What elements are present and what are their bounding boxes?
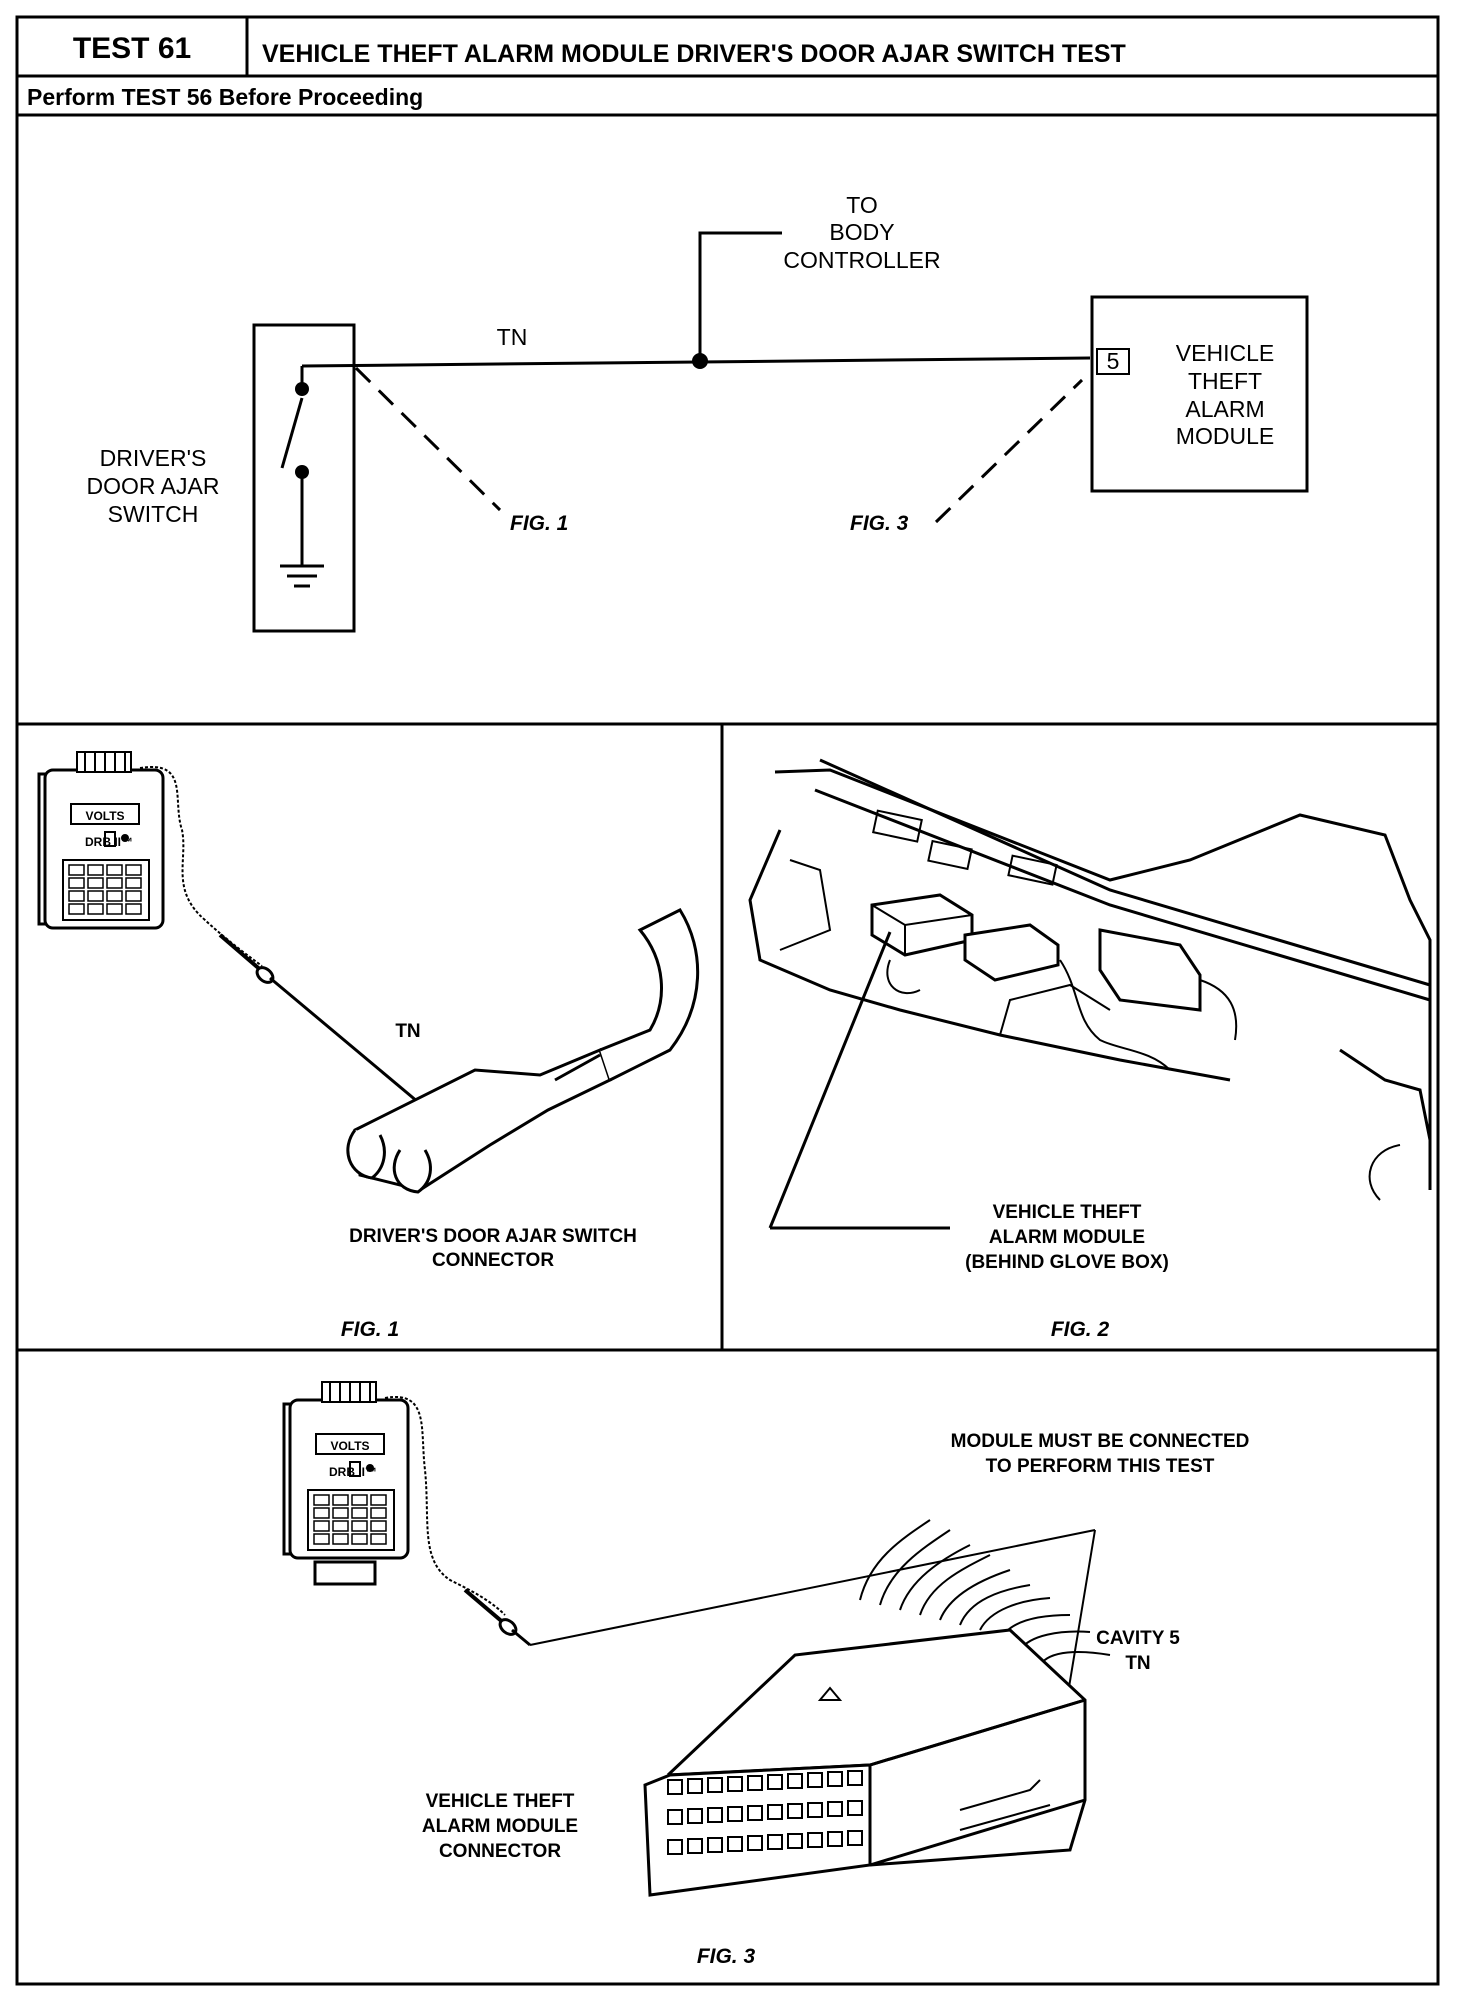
schematic-fig1-ref: FIG. 1 — [510, 512, 568, 535]
module-pin-box — [1096, 348, 1130, 375]
ground-symbol — [280, 564, 324, 588]
fig3-probe-line — [529, 1529, 1096, 1646]
module-label-4: MODULE — [1176, 423, 1274, 449]
fig3-cavity-label-2: TN — [1125, 1653, 1150, 1674]
module-pin-number: 5 — [1107, 348, 1120, 374]
fig1-illustration — [37, 750, 700, 1194]
fig2-module-label-1: VEHICLE THEFT — [993, 1202, 1142, 1223]
fig3-tester-brand: DRB II™ — [329, 1465, 377, 1479]
fig3-cavity-label-1: CAVITY 5 — [1096, 1628, 1180, 1649]
fig3-caption: FIG. 3 — [697, 1945, 756, 1968]
fig2-module-label-2: ALARM MODULE — [989, 1227, 1145, 1248]
body-controller-branch — [698, 231, 782, 361]
fig3-pointer — [934, 378, 1084, 524]
switch-label-1: DRIVER'S — [100, 445, 207, 471]
fig2-dashboard-illustration — [748, 758, 1432, 1230]
door-ajar-switch-box — [252, 323, 356, 633]
fig1-connector-label-2: CONNECTOR — [432, 1250, 554, 1271]
fig3-connector-label-2: ALARM MODULE — [422, 1816, 578, 1837]
schematic-fig3-ref: FIG. 3 — [850, 512, 909, 535]
test-prerequisite: Perform TEST 56 Before Proceeding — [27, 84, 423, 110]
body-controller-label-1: TO — [846, 192, 878, 218]
fig3-note-1: MODULE MUST BE CONNECTED — [951, 1431, 1250, 1452]
test-title: VEHICLE THEFT ALARM MODULE DRIVER'S DOOR… — [262, 40, 1126, 68]
fig1-caption: FIG. 1 — [341, 1318, 399, 1341]
wiring-harness — [1059, 959, 1171, 1071]
theft-alarm-module — [870, 893, 974, 957]
fig3-tester-display: VOLTS — [330, 1439, 369, 1453]
fig3-note-2: TO PERFORM THIS TEST — [986, 1456, 1215, 1477]
probe-tip — [269, 976, 419, 1104]
fig2-module-label-3: (BEHIND GLOVE BOX) — [965, 1252, 1169, 1273]
fig1-tester-display: VOLTS — [85, 809, 124, 823]
fig1-tester-brand: DRB II™ — [85, 835, 133, 849]
adjacent-module — [963, 923, 1060, 982]
fig3-connector-label-1: VEHICLE THEFT — [426, 1791, 575, 1812]
fig2-caption: FIG. 2 — [1051, 1318, 1110, 1341]
theft-alarm-module-box — [1090, 295, 1309, 493]
connector-cavities — [667, 1770, 863, 1855]
dashboard-frame — [748, 829, 1231, 1082]
page-border — [15, 15, 1440, 1986]
fig1-pointer — [354, 366, 502, 512]
fig3-connector-label-3: CONNECTOR — [439, 1841, 561, 1862]
switch-label-3: SWITCH — [108, 501, 199, 527]
tester-lead — [384, 1395, 506, 1616]
body-controller-label-3: CONTROLLER — [783, 247, 940, 273]
fig1-wire-label: TN — [395, 1021, 420, 1042]
fig3-illustration — [282, 1380, 1111, 1897]
fig2-leader-line — [768, 931, 892, 1229]
switch-label-2: DOOR AJAR — [87, 473, 220, 499]
switch-harness — [599, 908, 700, 1082]
module-connector-face — [643, 1763, 872, 1897]
fig1-connector-label-1: DRIVER'S DOOR AJAR SWITCH — [349, 1226, 637, 1247]
schematic-wire-label: TN — [497, 324, 528, 350]
wiring-schematic — [252, 231, 1309, 633]
module-label-1: VEHICLE — [1176, 340, 1274, 366]
body-controller-label-2: BODY — [829, 219, 894, 245]
test-number: TEST 61 — [73, 32, 191, 65]
module-label-3: ALARM — [1185, 396, 1264, 422]
switch-blade — [280, 397, 304, 469]
module-label-2: THEFT — [1188, 368, 1262, 394]
